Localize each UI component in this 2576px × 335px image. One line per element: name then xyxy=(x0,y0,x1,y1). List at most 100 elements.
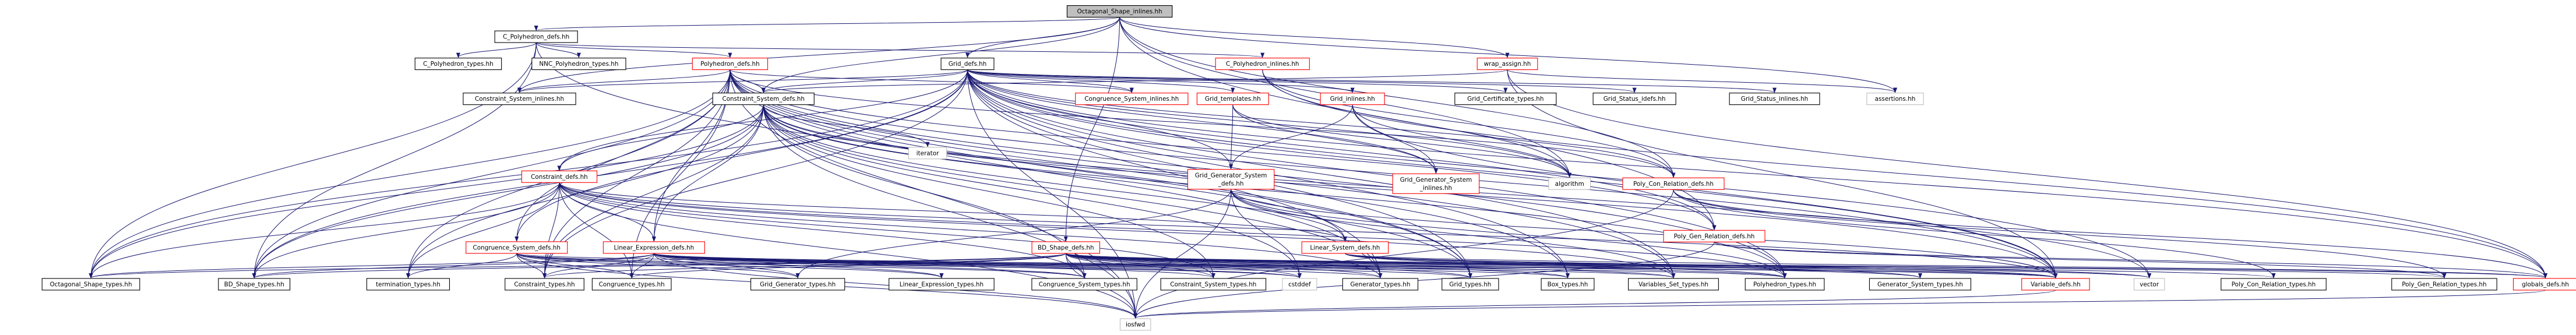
graph-node-box xyxy=(1869,278,1972,291)
edge-csdefs-to-constrdefs xyxy=(557,104,764,171)
graph-node-boxtypes[interactable]: Box_types.hh xyxy=(1541,278,1595,291)
graph-node-cslinl[interactable]: Constraint_System_inlines.hh xyxy=(463,93,576,105)
graph-node-congsysdefs[interactable]: Congruence_System_defs.hh xyxy=(466,241,568,254)
edge-constrdefs-to-vardefs xyxy=(559,182,2058,278)
graph-node-griddefs[interactable]: Grid_defs.hh xyxy=(940,58,995,70)
graph-node-box xyxy=(602,241,705,254)
graph-node-box xyxy=(1476,58,1538,70)
graph-node-box xyxy=(750,278,845,291)
graph-node-gridgensysinl[interactable]: Grid_Generator_System_inlines.hh xyxy=(1392,173,1480,194)
edge-griddefs-to-gridtempl xyxy=(967,69,1235,93)
graph-node-congtypes[interactable]: Congruence_types.hh xyxy=(591,278,672,291)
graph-node-congsysinl[interactable]: Congruence_System_inlines.hh xyxy=(1075,93,1189,105)
edge-griddefs-to-constrtypes xyxy=(542,69,968,278)
edge-bddefs-to-gensystypes xyxy=(1065,253,1922,278)
edge-bddefs-to-gridtypes xyxy=(1065,253,1472,278)
edge-polydefs-to-constrtypes xyxy=(542,69,731,278)
graph-node-gridtypes[interactable]: Grid_types.hh xyxy=(1442,278,1499,291)
edge-gridgensys-to-polytypes xyxy=(1231,189,1787,278)
graph-node-box xyxy=(1119,318,1151,331)
graph-node-label: Constraint_System_inlines.hh xyxy=(475,96,564,103)
graph-node-constrtypes[interactable]: Constraint_types.hh xyxy=(505,278,584,291)
graph-node-box xyxy=(531,58,626,70)
edge-griddefs-to-gridgensysinl xyxy=(967,69,1438,174)
edge-griddefs-to-cslinl xyxy=(517,69,968,93)
graph-node-gentypes[interactable]: Generator_types.hh xyxy=(1342,278,1419,291)
edge-cpoly-to-cpolyinl xyxy=(535,42,1264,58)
graph-node-label: Grid_inlines.hh xyxy=(1330,96,1375,103)
edge-vardefs-to-iosfwd xyxy=(1133,290,2056,319)
graph-node-box xyxy=(521,170,598,183)
graph-node-linexprtypes[interactable]: Linear_Expression_types.hh xyxy=(889,278,995,291)
graph-node-root[interactable]: Octagonal_Shape_inlines.hh xyxy=(1066,5,1173,18)
graph-node-gridtempl[interactable]: Grid_templates.hh xyxy=(1196,93,1269,105)
edge-bddefs-to-varsettypes xyxy=(1065,253,1676,278)
graph-node-label: Constraint_defs.hh xyxy=(531,174,588,181)
graph-node-label: Poly_Con_Relation_defs.hh xyxy=(1633,181,1714,188)
edge-layer xyxy=(89,17,2547,319)
graph-node-cstddef: cstddef xyxy=(1282,278,1317,291)
edge-root-to-cpoly xyxy=(534,17,1120,31)
graph-node-termtypes[interactable]: termination_types.hh xyxy=(366,278,450,291)
graph-node-gridinl[interactable]: Grid_inlines.hh xyxy=(1320,93,1385,105)
graph-node-box xyxy=(1392,173,1480,194)
edge-pgendefs-to-pgrtypes xyxy=(1714,241,2447,278)
graph-node-box xyxy=(1187,169,1275,190)
graph-node-label: cstddef xyxy=(1288,281,1311,288)
graph-node-gridcert[interactable]: Grid_Certificate_types.hh xyxy=(1454,93,1557,105)
graph-node-iosfwd: iosfwd xyxy=(1119,318,1151,331)
graph-node-label: Grid_Generator_System xyxy=(1195,172,1267,179)
edge-root-to-wrap xyxy=(1119,17,1510,58)
edge-wrap-to-assertions xyxy=(1507,69,1897,93)
graph-node-cstypes[interactable]: Constraint_System_types.hh xyxy=(1160,278,1267,291)
graph-node-label: _defs.hh xyxy=(1218,180,1244,187)
graph-node-congsystypes[interactable]: Congruence_System_types.hh xyxy=(1031,278,1137,291)
graph-node-label: Grid_Certificate_types.hh xyxy=(1467,96,1544,103)
edge-csdefs-to-linsys xyxy=(763,104,1347,242)
graph-node-box xyxy=(712,93,815,105)
graph-node-box xyxy=(1031,241,1100,254)
graph-node-box xyxy=(1592,93,1676,105)
graph-node-linsys[interactable]: Linear_System_defs.hh xyxy=(1301,241,1389,254)
graph-node-gridstatinl[interactable]: Grid_Status_inlines.hh xyxy=(1729,93,1820,105)
graph-node-label: NNC_Polyhedron_types.hh xyxy=(539,61,618,68)
graph-node-vardefs[interactable]: Variable_defs.hh xyxy=(2021,278,2090,291)
graph-node-gridgensys[interactable]: Grid_Generator_System_defs.hh xyxy=(1187,169,1275,190)
edge-pgrdefs-to-pgrtypes xyxy=(1673,189,2447,278)
graph-node-bddefs[interactable]: BD_Shape_defs.hh xyxy=(1031,241,1100,254)
graph-node-gensystypes[interactable]: Generator_System_types.hh xyxy=(1869,278,1972,291)
graph-node-label: Variables_Set_types.hh xyxy=(1638,281,1708,288)
graph-node-csdefs[interactable]: Constraint_System_defs.hh xyxy=(712,93,815,105)
graph-node-nncpolytypes[interactable]: NNC_Polyhedron_types.hh xyxy=(531,58,626,70)
graph-node-linexpr[interactable]: Linear_Expression_defs.hh xyxy=(602,241,705,254)
graph-node-cpolytypes[interactable]: C_Polyhedron_types.hh xyxy=(414,58,502,70)
graph-node-bdtypes[interactable]: BD_Shape_types.hh xyxy=(218,278,291,291)
graph-node-label: Octagonal_Shape_types.hh xyxy=(50,281,132,288)
edge-polydefs-to-congsysinl xyxy=(730,69,1134,93)
graph-node-pgrtypes[interactable]: Poly_Gen_Relation_types.hh xyxy=(2391,278,2497,291)
edge-polydefs-to-gridtypes xyxy=(730,69,1472,278)
graph-node-constrdefs[interactable]: Constraint_defs.hh xyxy=(521,170,598,183)
graph-node-polydefs[interactable]: Polyhedron_defs.hh xyxy=(692,58,769,70)
graph-node-gridgentypes[interactable]: Grid_Generator_types.hh xyxy=(750,278,845,291)
graph-node-pgendefs[interactable]: Poly_Gen_Relation_defs.hh xyxy=(1663,230,1766,242)
graph-node-label: wrap_assign.hh xyxy=(1484,61,1531,68)
graph-node-pcrtypes[interactable]: Poly_Con_Relation_types.hh xyxy=(2221,278,2327,291)
graph-node-label: Grid_templates.hh xyxy=(1205,96,1261,103)
graph-node-vector: vector xyxy=(2133,278,2165,291)
edge-cpolyinl-to-globals xyxy=(1262,69,2547,278)
graph-node-pgrdefs[interactable]: Poly_Con_Relation_defs.hh xyxy=(1622,177,1725,190)
edge-cpoly-to-polydefs xyxy=(535,42,732,58)
graph-node-gridstatidl[interactable]: Grid_Status_idefs.hh xyxy=(1592,93,1676,105)
edge-gridtempl-to-algorithm xyxy=(1232,104,1572,178)
graph-node-box xyxy=(1320,93,1385,105)
edge-griddefs-to-congsysinl xyxy=(967,69,1134,93)
graph-node-cpolyinl[interactable]: C_Polyhedron_inlines.hh xyxy=(1215,58,1310,70)
graph-node-octtypes[interactable]: Octagonal_Shape_types.hh xyxy=(41,278,140,291)
graph-node-polytypes[interactable]: Polyhedron_types.hh xyxy=(1745,278,1825,291)
graph-node-wrap[interactable]: wrap_assign.hh xyxy=(1476,58,1538,70)
graph-node-globals[interactable]: globals_defs.hh xyxy=(2512,278,2576,291)
graph-node-varsettypes[interactable]: Variables_Set_types.hh xyxy=(1628,278,1719,291)
graph-node-cpoly[interactable]: C_Polyhedron_defs.hh xyxy=(494,30,578,43)
graph-node-box xyxy=(466,241,568,254)
